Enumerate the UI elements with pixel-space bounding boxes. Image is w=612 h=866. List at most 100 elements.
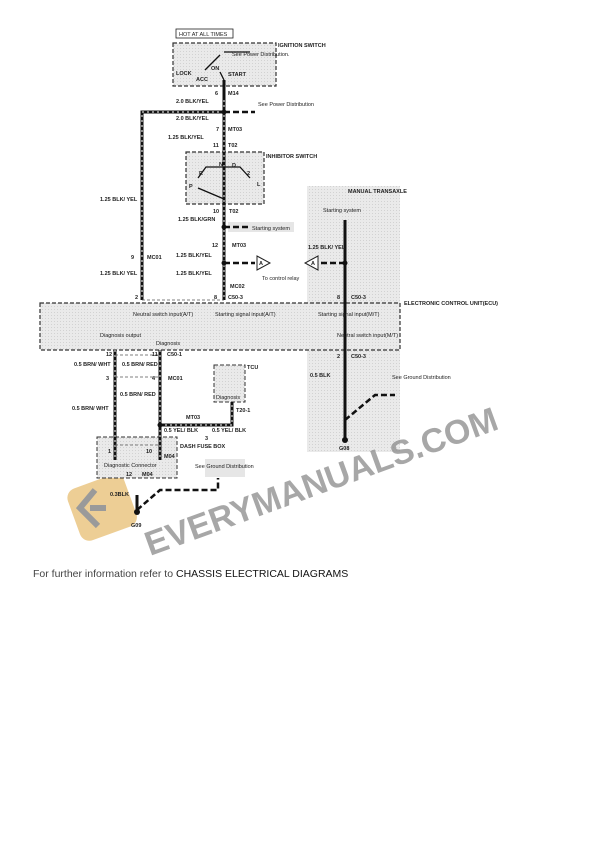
svg-text:0.5 BRN/ RED: 0.5 BRN/ RED bbox=[120, 392, 156, 398]
svg-text:M14: M14 bbox=[228, 91, 240, 97]
svg-text:C50-1: C50-1 bbox=[167, 352, 182, 358]
svg-text:0.5 BRN/ WHT: 0.5 BRN/ WHT bbox=[74, 362, 111, 368]
svg-text:T20-1: T20-1 bbox=[236, 408, 250, 414]
svg-text:See Ground Distribution: See Ground Distribution bbox=[195, 464, 254, 470]
svg-text:ELECTRONIC CONTROL UNIT(ECU): ELECTRONIC CONTROL UNIT(ECU) bbox=[404, 301, 498, 307]
svg-text:11: 11 bbox=[213, 143, 219, 149]
svg-text:0.5 BRN/ WHT: 0.5 BRN/ WHT bbox=[72, 406, 109, 412]
svg-text:ACC: ACC bbox=[196, 77, 208, 83]
svg-text:2.0 BLK/YEL: 2.0 BLK/YEL bbox=[176, 99, 209, 105]
svg-text:T02: T02 bbox=[228, 143, 237, 149]
svg-text:MT03: MT03 bbox=[186, 415, 200, 421]
connector-a-label: A bbox=[259, 261, 263, 267]
svg-text:ON: ON bbox=[211, 66, 219, 72]
svg-text:MC01: MC01 bbox=[147, 255, 162, 261]
svg-text:1.25 BLK/ YEL: 1.25 BLK/ YEL bbox=[308, 245, 346, 251]
wire-0-3blk-label: 0.3BLK bbox=[110, 492, 129, 498]
svg-text:To control relay: To control relay bbox=[262, 276, 300, 282]
svg-text:M04: M04 bbox=[164, 454, 176, 460]
wiring-diagram: HOT AT ALL TIMES A A EVERYMANUALS.C bbox=[39, 28, 503, 560]
hot-label-box bbox=[175, 28, 234, 39]
svg-text:8: 8 bbox=[337, 295, 340, 301]
svg-text:TCU: TCU bbox=[247, 365, 258, 371]
svg-text:3: 3 bbox=[106, 376, 109, 382]
svg-text:11: 11 bbox=[152, 352, 158, 358]
ecu-box bbox=[39, 302, 401, 351]
svg-text:See Power Distribution.: See Power Distribution. bbox=[232, 52, 290, 58]
svg-text:MC02: MC02 bbox=[230, 284, 245, 290]
svg-text:Starting signal input(A/T): Starting signal input(A/T) bbox=[215, 312, 276, 318]
hot-label: HOT AT ALL TIMES bbox=[179, 32, 228, 38]
svg-text:Diagnostic Connector: Diagnostic Connector bbox=[104, 463, 157, 469]
watermark-logo bbox=[67, 474, 137, 541]
svg-text:3: 3 bbox=[205, 436, 208, 442]
svg-text:D: D bbox=[232, 163, 236, 169]
svg-text:C50-3: C50-3 bbox=[351, 354, 366, 360]
svg-text:C50-3: C50-3 bbox=[228, 295, 243, 301]
svg-text:T02: T02 bbox=[229, 209, 238, 215]
svg-text:2.0 BLK/YEL: 2.0 BLK/YEL bbox=[176, 116, 209, 122]
svg-text:Diagnosis output: Diagnosis output bbox=[100, 333, 141, 339]
svg-text:10: 10 bbox=[213, 209, 219, 215]
svg-text:R: R bbox=[199, 171, 203, 177]
svg-text:2: 2 bbox=[337, 354, 340, 360]
svg-text:M04: M04 bbox=[142, 472, 154, 478]
svg-text:MC01: MC01 bbox=[168, 376, 183, 382]
svg-text:7: 7 bbox=[216, 127, 219, 133]
svg-text:MANUAL TRANSAXLE: MANUAL TRANSAXLE bbox=[348, 189, 407, 195]
svg-text:Diagnosis: Diagnosis bbox=[216, 395, 240, 401]
svg-text:1.25 BLK/GRN: 1.25 BLK/GRN bbox=[178, 217, 215, 223]
dash-fuse-box bbox=[96, 436, 178, 479]
svg-text:2: 2 bbox=[247, 171, 250, 177]
svg-text:Neutral switch input(A/T): Neutral switch input(A/T) bbox=[133, 312, 193, 318]
tcu-box bbox=[213, 364, 246, 403]
svg-text:N: N bbox=[219, 162, 223, 168]
svg-text:12: 12 bbox=[106, 352, 112, 358]
svg-text:MT03: MT03 bbox=[228, 127, 242, 133]
connector-a-label: A bbox=[311, 261, 315, 267]
svg-text:12: 12 bbox=[212, 243, 218, 249]
ignition-switch-box bbox=[172, 42, 277, 87]
svg-text:0.5 YEL/ BLK: 0.5 YEL/ BLK bbox=[164, 428, 198, 434]
svg-text:LOCK: LOCK bbox=[176, 71, 192, 77]
svg-text:G08: G08 bbox=[339, 446, 349, 452]
svg-text:1.25 BLK/ YEL: 1.25 BLK/ YEL bbox=[100, 271, 138, 277]
svg-text:1.25 BLK/YEL: 1.25 BLK/YEL bbox=[176, 271, 212, 277]
svg-text:8: 8 bbox=[214, 295, 217, 301]
svg-text:1.25 BLK/YEL: 1.25 BLK/YEL bbox=[176, 253, 212, 259]
svg-text:Starting system: Starting system bbox=[252, 226, 290, 232]
svg-text:10: 10 bbox=[146, 449, 152, 455]
svg-text:0.5 BRN/ RED: 0.5 BRN/ RED bbox=[122, 362, 158, 368]
svg-text:2: 2 bbox=[135, 295, 138, 301]
svg-text:START: START bbox=[228, 72, 247, 78]
svg-text:4: 4 bbox=[152, 376, 156, 382]
svg-text:1.25 BLK/YEL: 1.25 BLK/YEL bbox=[168, 135, 204, 141]
svg-text:P: P bbox=[189, 184, 193, 190]
chassis-diagrams-link[interactable]: CHASSIS ELECTRICAL DIAGRAMS bbox=[175, 568, 349, 580]
svg-text:C50-3: C50-3 bbox=[351, 295, 366, 301]
svg-text:Diagnosis: Diagnosis bbox=[156, 341, 180, 347]
svg-text:12: 12 bbox=[126, 472, 132, 478]
svg-text:IGNITION SWITCH: IGNITION SWITCH bbox=[278, 43, 326, 49]
footer-prefix: For further information refer to bbox=[33, 568, 174, 580]
svg-text:See Power Distribution: See Power Distribution bbox=[258, 102, 314, 108]
svg-text:1: 1 bbox=[108, 449, 111, 455]
svg-text:9: 9 bbox=[131, 255, 134, 261]
svg-text:DASH FUSE BOX: DASH FUSE BOX bbox=[180, 444, 226, 450]
footer-note: For further information refer to CHASSIS… bbox=[33, 568, 348, 580]
svg-text:See Ground Distribution: See Ground Distribution bbox=[392, 375, 451, 381]
svg-text:L: L bbox=[257, 182, 261, 188]
connector-a-left bbox=[256, 255, 272, 271]
svg-text:Neutral switch input(M/T): Neutral switch input(M/T) bbox=[337, 333, 398, 339]
connector-a-right bbox=[303, 255, 319, 271]
diagram-labels: IGNITION SWITCH See Power Distribution. … bbox=[72, 43, 498, 529]
svg-text:0.5 BLK: 0.5 BLK bbox=[310, 373, 331, 379]
svg-text:Starting system: Starting system bbox=[323, 208, 361, 214]
svg-text:0.5 YEL/ BLK: 0.5 YEL/ BLK bbox=[212, 428, 246, 434]
svg-text:Starting signal input(M/T): Starting signal input(M/T) bbox=[318, 312, 380, 318]
svg-text:G09: G09 bbox=[131, 523, 141, 529]
svg-text:6: 6 bbox=[215, 91, 218, 97]
svg-text:INHIBITOR SWITCH: INHIBITOR SWITCH bbox=[266, 154, 317, 160]
svg-text:1.25 BLK/ YEL: 1.25 BLK/ YEL bbox=[100, 197, 138, 203]
svg-text:MT03: MT03 bbox=[232, 243, 246, 249]
